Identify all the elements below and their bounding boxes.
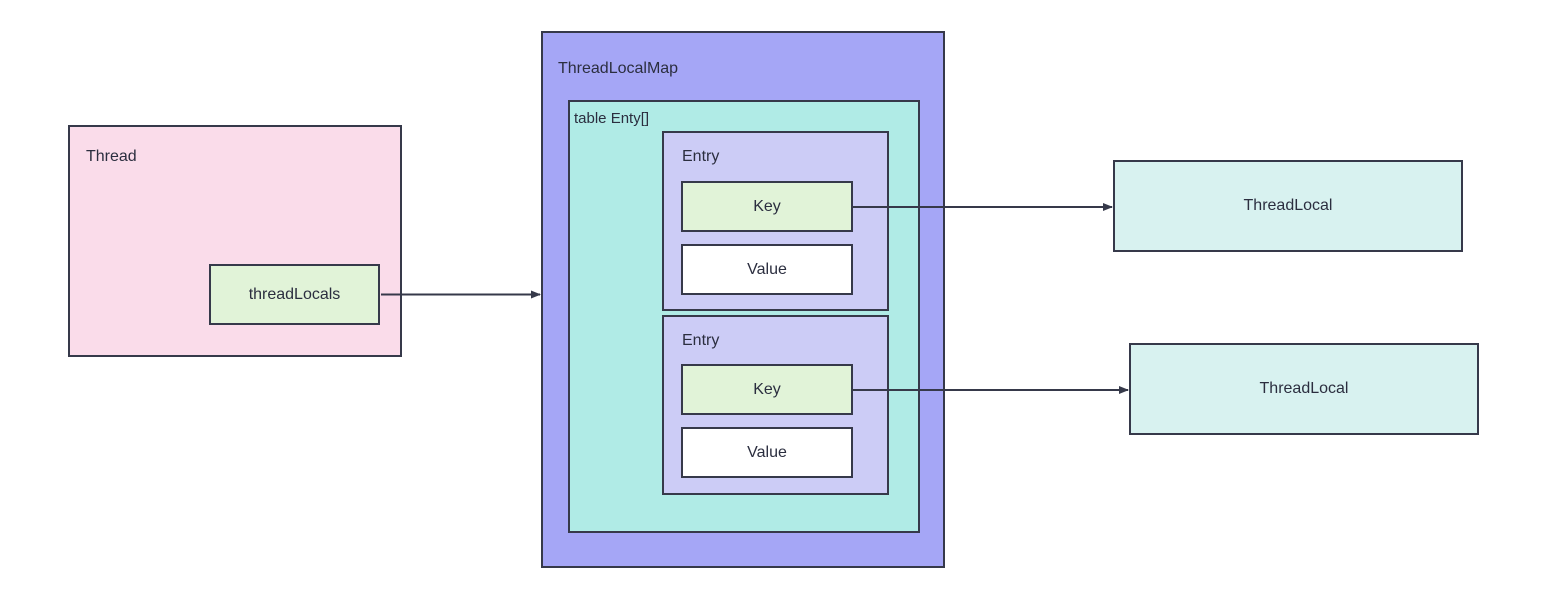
thread-label: Thread [86, 148, 137, 165]
thread-local-box[interactable]: ThreadLocal [1129, 343, 1479, 435]
entry-label: Entry [682, 332, 720, 349]
entry-label: Entry [682, 148, 720, 165]
entry-key-box[interactable]: Key [681, 181, 853, 232]
thread-local-label: ThreadLocal [1259, 380, 1349, 397]
entry-key-box[interactable]: Key [681, 364, 853, 415]
entry-key-label: Key [753, 380, 781, 398]
thread-local-map-label: ThreadLocalMap [558, 60, 679, 77]
thread-local-box[interactable]: ThreadLocal [1113, 160, 1463, 252]
entry-value-label: Value [747, 260, 787, 278]
entry-key-label: Key [753, 197, 781, 215]
entry-value-box[interactable]: Value [681, 244, 853, 295]
entry-value-box[interactable]: Value [681, 427, 853, 478]
thread-locals-box[interactable]: threadLocals [209, 264, 380, 325]
thread-locals-label: threadLocals [248, 285, 341, 303]
entry-value-label: Value [747, 443, 787, 461]
thread-local-label: ThreadLocal [1243, 197, 1333, 214]
table-entry-array-label: table Enty[] [574, 110, 650, 127]
